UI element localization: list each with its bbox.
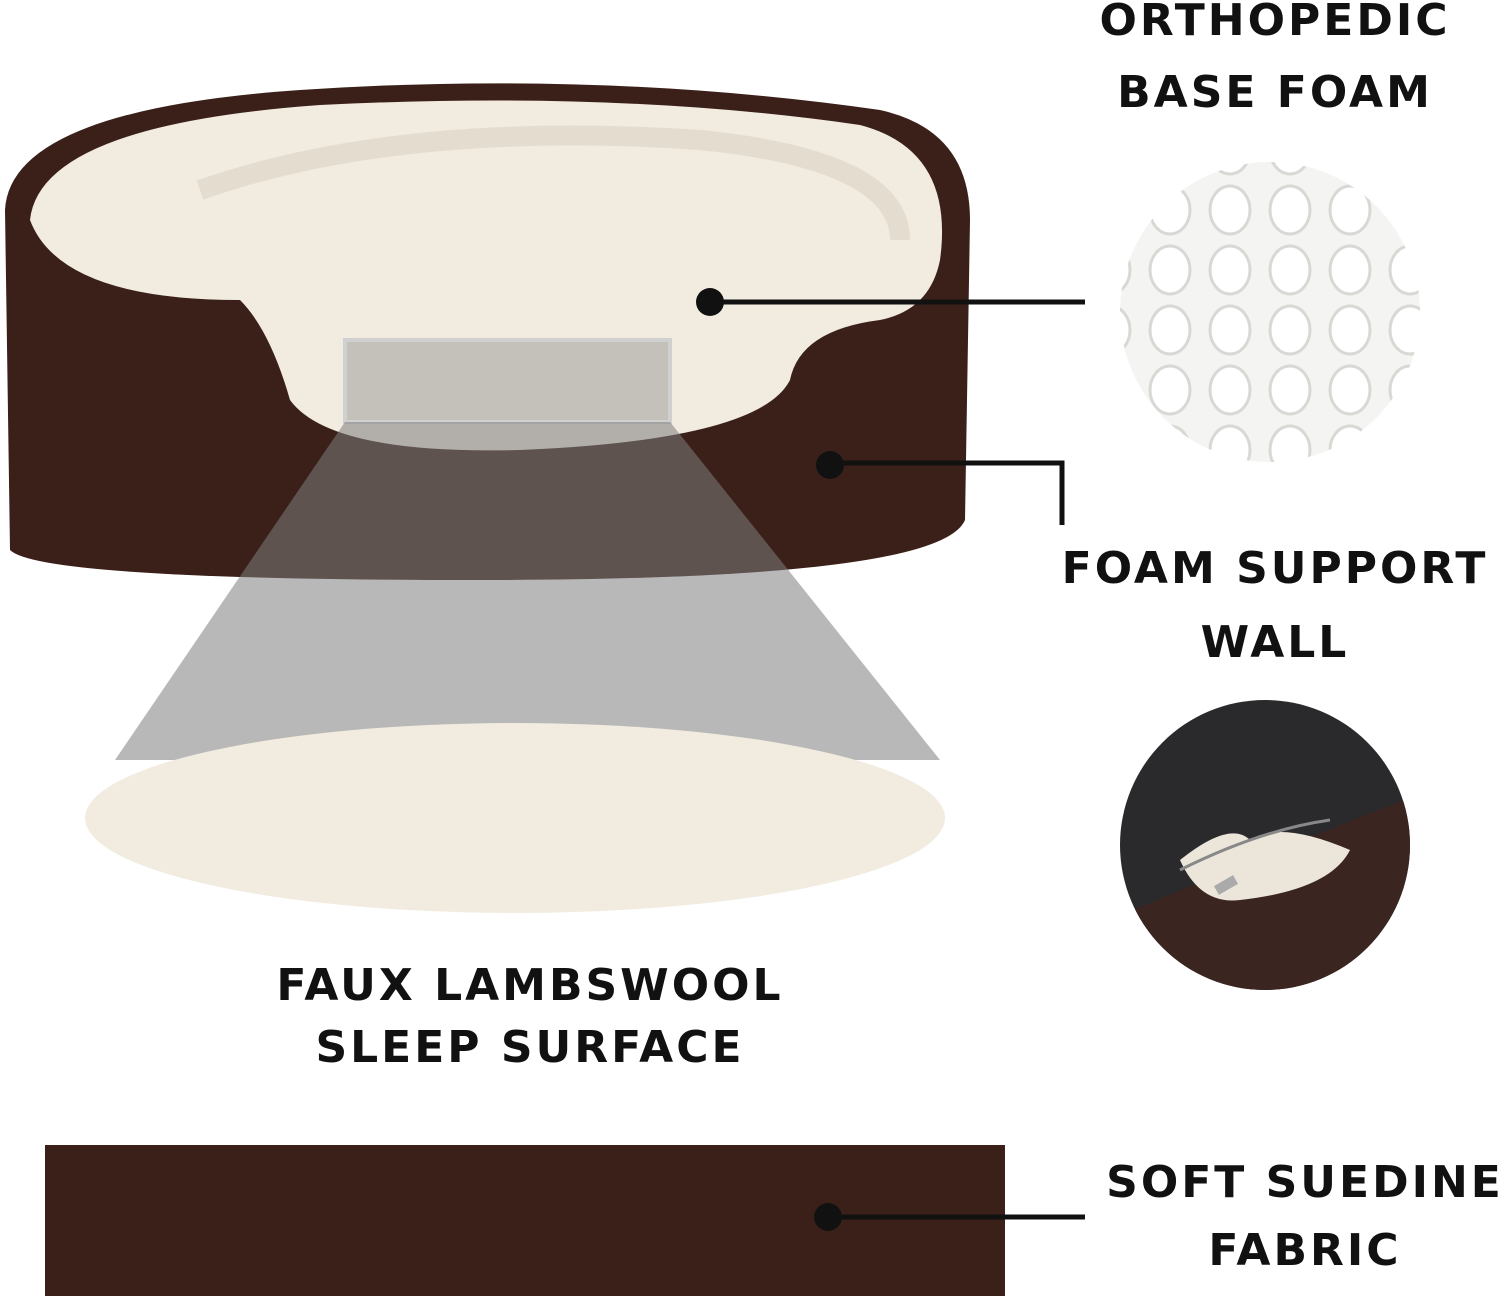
- lambswool-swatch: [85, 723, 945, 913]
- label-foam-support-wall: FOAM SUPPORT WALL: [1055, 538, 1495, 674]
- label-line: SOFT SUEDINE: [1106, 1157, 1500, 1208]
- label-orthopedic-base-foam: ORTHOPEDIC BASE FOAM: [1075, 0, 1475, 124]
- label-line: SLEEP SURFACE: [315, 1022, 745, 1073]
- label-line: FAUX LAMBSWOOL: [276, 960, 784, 1011]
- label-line: FABRIC: [1208, 1225, 1402, 1276]
- label-faux-lambswool: FAUX LAMBSWOOL SLEEP SURFACE: [230, 955, 830, 1079]
- zipper-cover-swatch: [1120, 700, 1410, 990]
- zoom-projection: [115, 338, 940, 760]
- pet-bed: [5, 83, 970, 580]
- foam-swatch: [1120, 162, 1420, 462]
- label-soft-suedine: SOFT SUEDINE FABRIC: [1100, 1152, 1500, 1282]
- callout-line-support-wall: [830, 460, 1065, 525]
- label-line: BASE FOAM: [1117, 67, 1433, 118]
- label-line: FOAM SUPPORT: [1061, 543, 1489, 594]
- suedine-swatch: [45, 1145, 1005, 1296]
- label-line: ORTHOPEDIC: [1099, 0, 1451, 46]
- zipper-pull-icon: [1213, 875, 1239, 895]
- label-line: WALL: [1200, 617, 1350, 668]
